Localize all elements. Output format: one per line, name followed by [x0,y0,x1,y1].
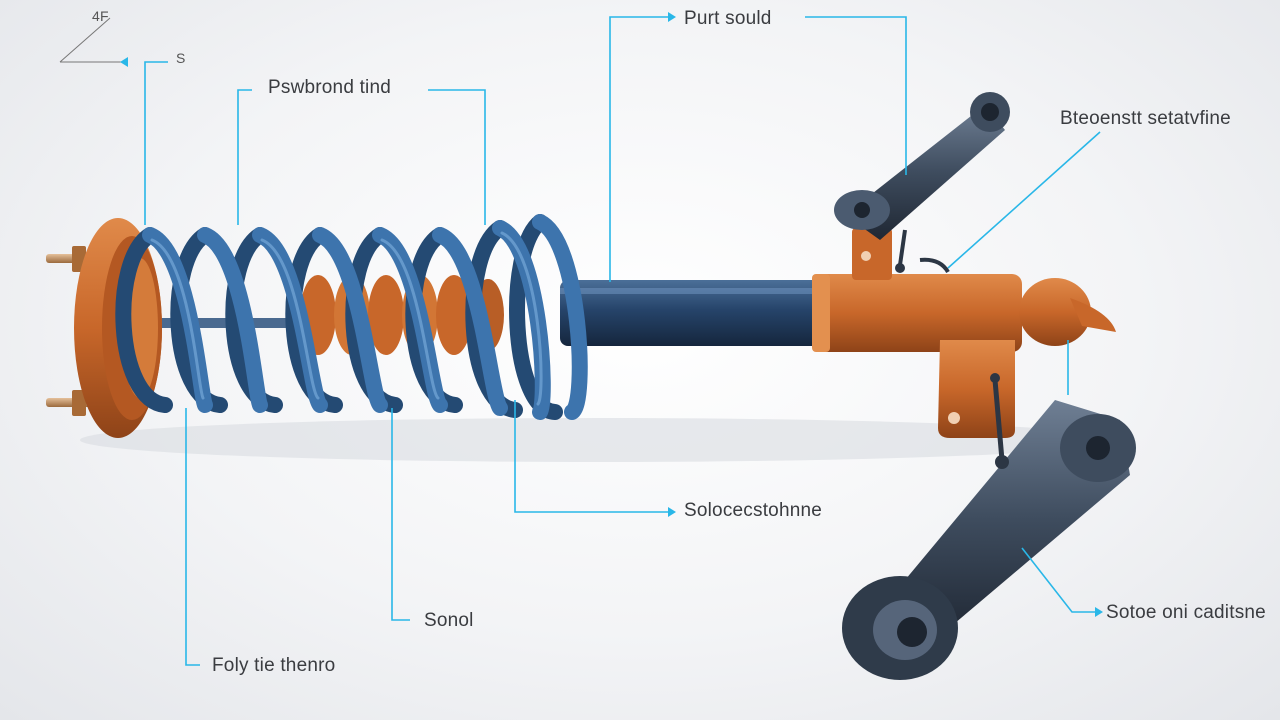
corner-mark-top: 4F [92,8,109,24]
leader-right-lower [1021,547,1095,613]
leader-lines [144,16,1101,666]
shock-tube [560,280,830,346]
label-top-left: Pswbrond tind [268,77,392,98]
corner-marks [59,17,128,63]
label-right-upper: Bteoenstt setatvfine [1060,108,1231,129]
coil-spring [115,214,588,420]
threaded-rod [140,318,310,328]
strut-housing [812,228,1022,438]
steering-knuckle [1019,278,1116,346]
shock-tube-highlight [560,288,830,294]
leader-center-lower [514,400,668,513]
lower-control-arm [842,373,1136,680]
leader-corner [144,61,168,225]
ground-shadow [80,418,1120,462]
leader-top-center [609,16,668,282]
label-top-center: Purt sould [684,8,772,29]
leader-bottom-center [391,408,410,621]
label-bottom-center: Sonol [424,610,474,631]
label-center-lower: Solocecstohnne [684,500,823,521]
leader-right-upper [947,131,1101,269]
leader-top-left [237,89,252,225]
upper-control-arm [834,92,1010,274]
leader-arrowheads [120,12,1103,617]
leader-top-center-right [805,16,907,175]
corner-mark-bottom: S [176,50,186,66]
leader-top-left-right [428,89,486,225]
leader-bottom-left [185,408,200,666]
label-bottom-left: Foly tie thenro [212,655,336,676]
label-right-lower: Sotoe oni caditsne [1106,602,1266,623]
